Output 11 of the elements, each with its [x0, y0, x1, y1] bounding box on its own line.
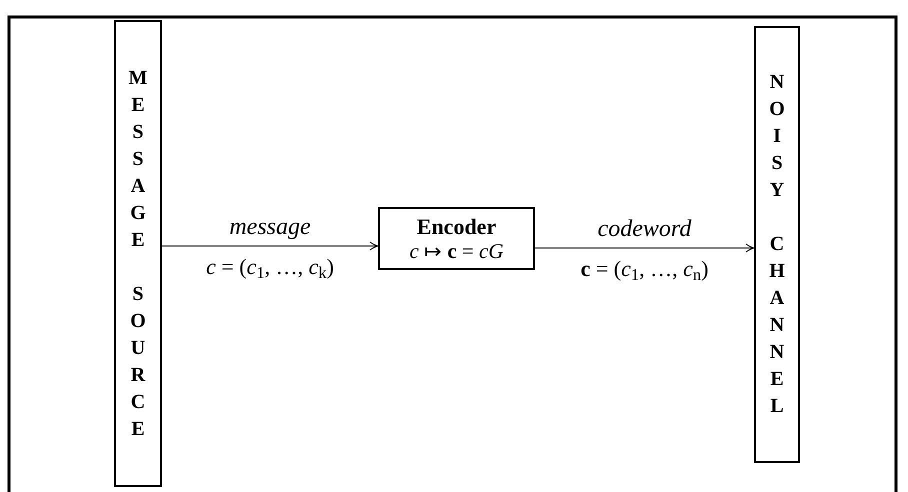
block-box — [114, 20, 162, 487]
edge-label: message — [229, 214, 311, 240]
block-box — [754, 26, 800, 463]
vertical-text: NOISY CHANNEL — [769, 70, 785, 419]
formula: c = (c$_{1}$, …, c$_{n}$) — [580, 256, 708, 282]
vertical-text: MESSAGE SOURCE — [128, 66, 148, 442]
encoder-box — [378, 207, 535, 270]
formula: c ↦ c = cG — [410, 238, 504, 262]
edge-label: codeword — [598, 216, 692, 242]
box-title: Encoder — [416, 214, 496, 238]
formula: c = (c$_{1}$, …, c$_{k}$) — [206, 254, 334, 280]
